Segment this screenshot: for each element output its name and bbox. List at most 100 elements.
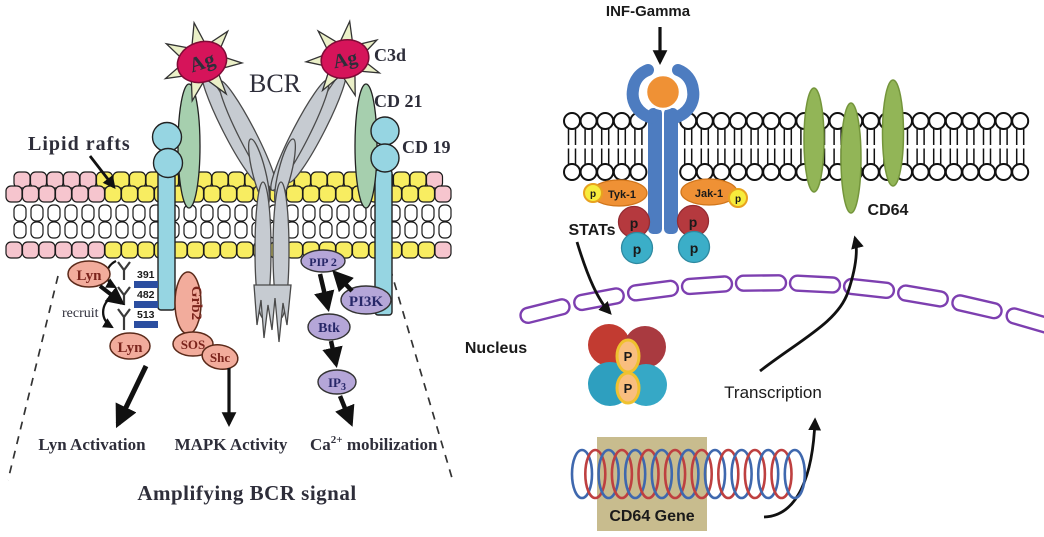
- sos-label: SOS: [181, 337, 206, 352]
- ca-base: Ca: [310, 435, 331, 454]
- ifn-gamma-panel: INF-Gamma CD64 p p Tyk-1 Jak-1 p p: [465, 3, 1044, 531]
- cd64-gene-label: CD64 Gene: [609, 508, 694, 525]
- plasma-membrane: [563, 112, 1038, 181]
- phospho-p-label: P: [624, 381, 633, 396]
- cd19-cd21-complex-left: [151, 83, 201, 311]
- itam-bar: [134, 281, 158, 288]
- ca-superscript: 2+: [331, 434, 343, 446]
- btk-to-ip3-arrow: [322, 340, 343, 369]
- jak1-label: Jak-1: [695, 188, 723, 200]
- itam-bar: [134, 321, 158, 328]
- cd64-receptors: [803, 79, 905, 214]
- recruit-label: recruit: [62, 306, 99, 321]
- shc-label: Shc: [210, 350, 230, 365]
- antigen-blob: [320, 39, 370, 79]
- mapk-activity-label: MAPK Activity: [175, 435, 288, 454]
- phospho-y: [117, 308, 131, 330]
- phospho-p-label: p: [630, 215, 639, 231]
- phospho-p-label: p: [689, 214, 698, 230]
- bcr-cytoplasmic-spikes: [253, 284, 292, 343]
- ip3-label: IP3: [328, 375, 346, 393]
- phospho-p-label: p: [590, 189, 596, 200]
- nucleus-label: Nucleus: [465, 340, 527, 357]
- cd64-label: CD64: [868, 202, 909, 219]
- receptor-arm: [668, 64, 700, 124]
- nuclear-envelope: [519, 274, 1044, 335]
- ip3-oval: [317, 369, 357, 395]
- pi3k-oval: [340, 285, 392, 315]
- cd19-cd21-complex-right: [354, 83, 400, 316]
- ip3-base: IP: [328, 375, 341, 390]
- pip2-oval: [300, 249, 346, 273]
- tyk1-label: Tyk-1: [608, 189, 636, 201]
- antigen-right: Ag: [320, 39, 370, 79]
- lyn-activation-label: Lyn Activation: [38, 435, 146, 454]
- lyn-recruit-arrow: [98, 284, 125, 306]
- antigen-left: Ag: [176, 40, 228, 84]
- transcription-to-cd64-arrow: [759, 235, 864, 373]
- stats-label: STATs: [568, 222, 615, 239]
- cd19-domain: [151, 121, 183, 153]
- lipid-rafts-label: Lipid rafts: [28, 133, 131, 155]
- cd19-domain: [152, 147, 184, 179]
- ifn-gamma-ligand: [644, 73, 682, 111]
- ip3-sub: 3: [341, 382, 346, 393]
- lyn-outcome-arrow: [115, 364, 149, 429]
- cd21-label: CD 21: [374, 91, 423, 111]
- itam-bar: [134, 301, 158, 308]
- pip2-to-btk-arrow: [314, 273, 335, 313]
- dashed-line-left: [7, 275, 59, 481]
- phospho-cyan-blob: [677, 230, 711, 264]
- pi3k-label: PI3K: [349, 294, 384, 310]
- ca-rest: mobilization: [343, 435, 438, 454]
- pi3k-pathway: PIP 2 PI3K Btk IP3: [300, 249, 392, 395]
- dna-coil: [570, 448, 807, 500]
- jak-kinases: p p Tyk-1 Jak-1: [583, 178, 748, 208]
- cd19-label: CD 19: [402, 137, 451, 157]
- c3d-label: C3d: [374, 45, 406, 65]
- phospho-circle: [583, 183, 603, 203]
- lyn-label: Lyn: [76, 268, 102, 284]
- cd64-oval: [840, 102, 862, 214]
- bcr-antibody: [201, 70, 347, 343]
- sos-oval: [172, 331, 214, 357]
- phospho-circle: [728, 188, 748, 208]
- ifn-receptor: [626, 64, 700, 234]
- cd19-domain: [370, 143, 400, 173]
- phospho-cyan-blob: [620, 231, 654, 265]
- lyn-label: Lyn: [117, 340, 143, 356]
- btk-label: Btk: [318, 321, 340, 336]
- receptor-chain: [664, 108, 678, 234]
- cd19-domain: [370, 116, 400, 146]
- ca-mobilization-label: Ca2+ mobilization: [310, 434, 438, 454]
- phospho-y: [117, 261, 131, 280]
- stat-docking: p p p p: [617, 204, 711, 265]
- grb2-label: Grb2: [188, 286, 204, 320]
- recruit-hook-arrow: [101, 295, 114, 329]
- phospho-p-label: p: [735, 194, 741, 205]
- site-391: 391: [137, 269, 155, 281]
- dashed-line-right: [389, 267, 453, 479]
- antigen-blob: [176, 40, 228, 84]
- receptor-arm: [626, 64, 658, 124]
- pi3k-to-pip2-arrow: [332, 269, 354, 293]
- bcr-panel: Ag Ag Lipid rafts BCR C3d CD 21 CD 19 39…: [5, 19, 453, 505]
- antigen-label: Ag: [331, 47, 359, 74]
- cd21-stalk-left: [177, 83, 201, 209]
- lipid-rafts-arrow: [88, 155, 116, 190]
- inf-gamma-label: INF-Gamma: [606, 3, 691, 20]
- proximal-proteins: Lyn Lyn Grb2 SOS Shc: [67, 260, 239, 370]
- site-513: 513: [137, 309, 155, 321]
- ca-outcome-arrow: [335, 395, 355, 427]
- stat-dimer-complex: P P: [588, 324, 667, 406]
- lyn-oval: [109, 332, 151, 360]
- receptor-chain: [648, 108, 662, 234]
- cd64-oval: [803, 87, 825, 193]
- phospho-p-oval: [615, 371, 641, 405]
- bcr-label: BCR: [249, 69, 302, 98]
- itam-region: 391 482 513: [101, 259, 158, 330]
- phospho-p-label: P: [624, 349, 633, 364]
- pip2-label: PIP 2: [309, 255, 337, 269]
